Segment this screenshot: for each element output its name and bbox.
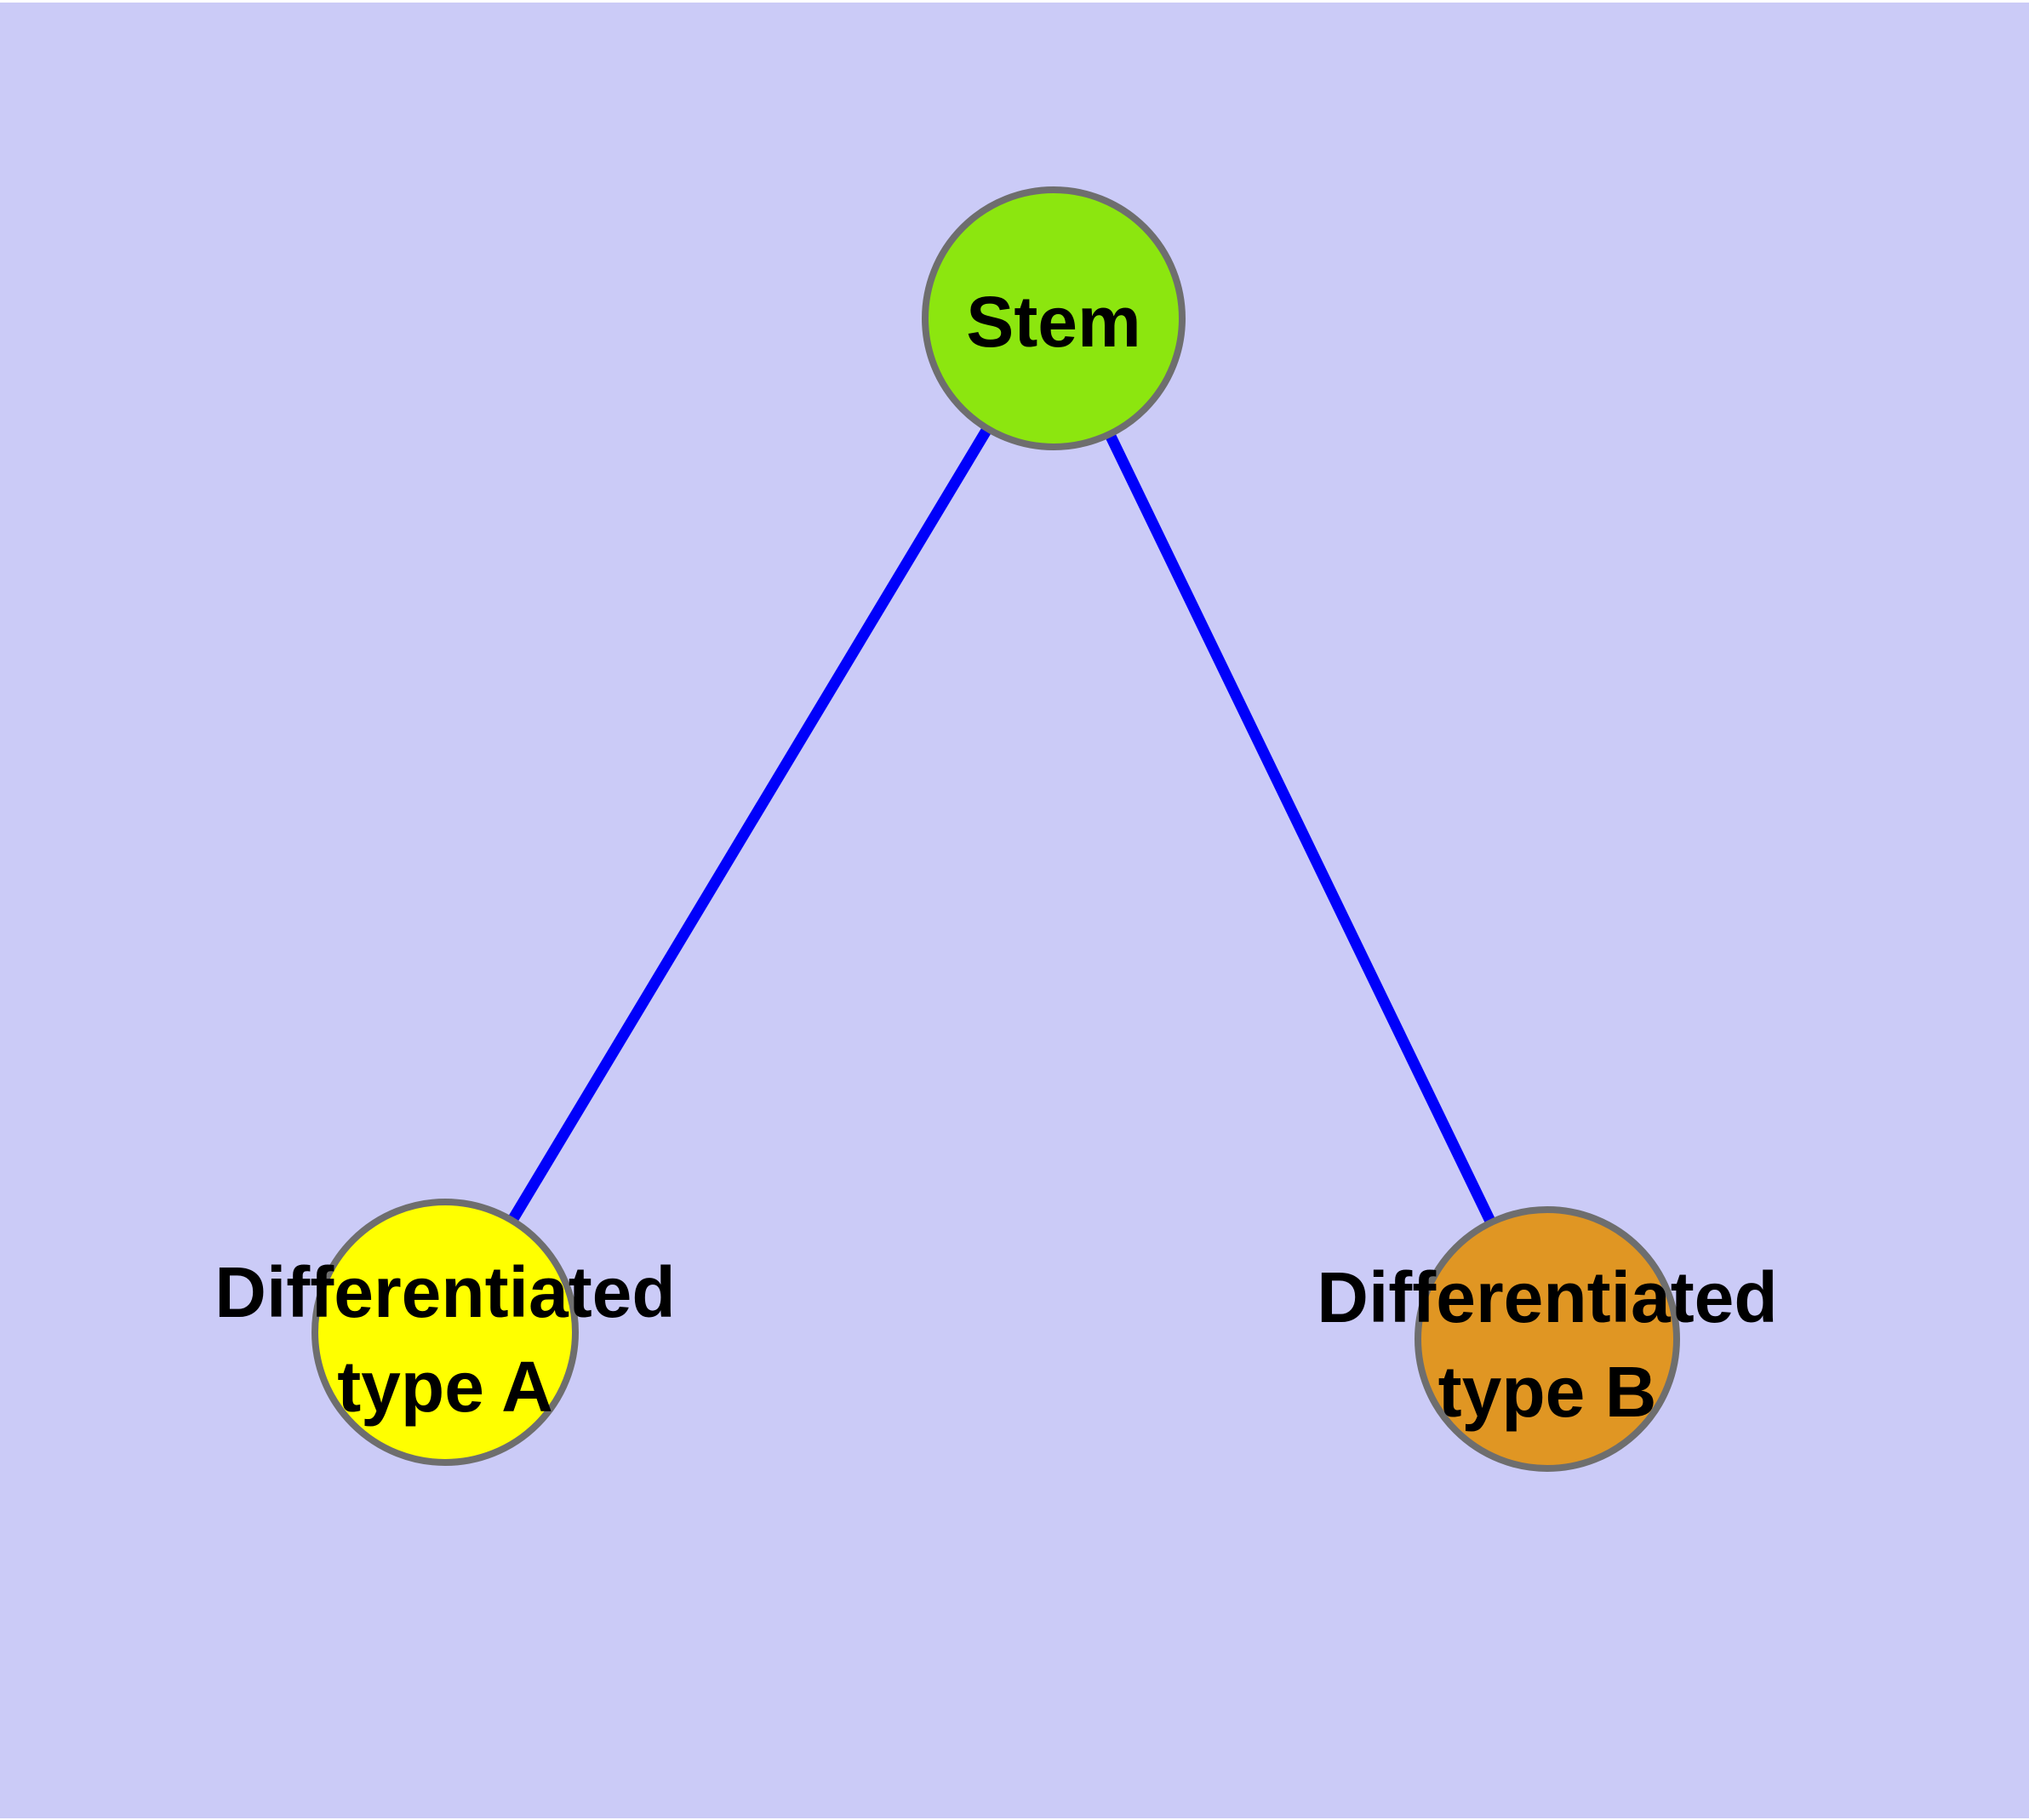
node-type-a-label-line1: Differentiated (214, 1252, 675, 1332)
edge-stem-to-type-a (440, 315, 1059, 1336)
edge-stem-to-type-b (1049, 316, 1552, 1342)
node-differentiated-type-b-circle (1415, 1206, 1680, 1472)
node-type-b-label-line1: Differentiated (1317, 1257, 1777, 1337)
node-stem-circle (922, 186, 1186, 450)
node-stem-label: Stem (966, 282, 1140, 362)
node-type-a-label-line2: type A (337, 1347, 553, 1427)
node-type-b-label-line2: type B (1438, 1352, 1657, 1432)
node-differentiated-type-a-circle (311, 1199, 579, 1466)
